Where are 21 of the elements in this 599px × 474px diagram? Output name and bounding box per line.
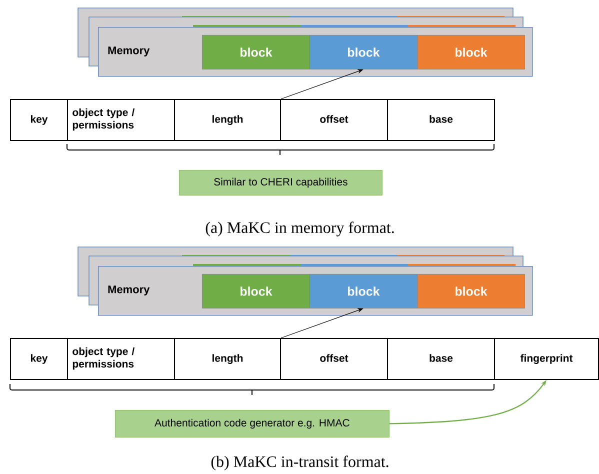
- field-cell: object type / permissions: [67, 99, 175, 141]
- memory-block: block: [202, 35, 310, 70]
- subfigure-caption: (b) MaKC in-transit format.: [211, 456, 388, 470]
- field-cell: key: [10, 338, 68, 380]
- memory-block: block: [310, 274, 418, 308]
- field-cell: length: [174, 338, 281, 380]
- field-cell: offset: [280, 338, 388, 380]
- note-box: Similar to CHERI capabilities: [179, 170, 382, 196]
- memory-block: block: [202, 274, 310, 308]
- field-cell: length: [174, 99, 281, 141]
- field-cell: fingerprint: [494, 338, 599, 380]
- field-cell: offset: [280, 99, 388, 141]
- field-cell: base: [387, 99, 495, 141]
- field-cell: base: [387, 338, 495, 380]
- memory-block: block: [417, 35, 525, 70]
- subfigure-caption: (a) MaKC in memory format.: [206, 222, 394, 236]
- memory-block: block: [310, 35, 418, 70]
- note-box: Authentication code generator e.g. HMAC: [115, 410, 390, 438]
- field-cell: object type / permissions: [67, 338, 175, 380]
- field-cell: key: [10, 99, 68, 141]
- memory-block: block: [417, 274, 525, 308]
